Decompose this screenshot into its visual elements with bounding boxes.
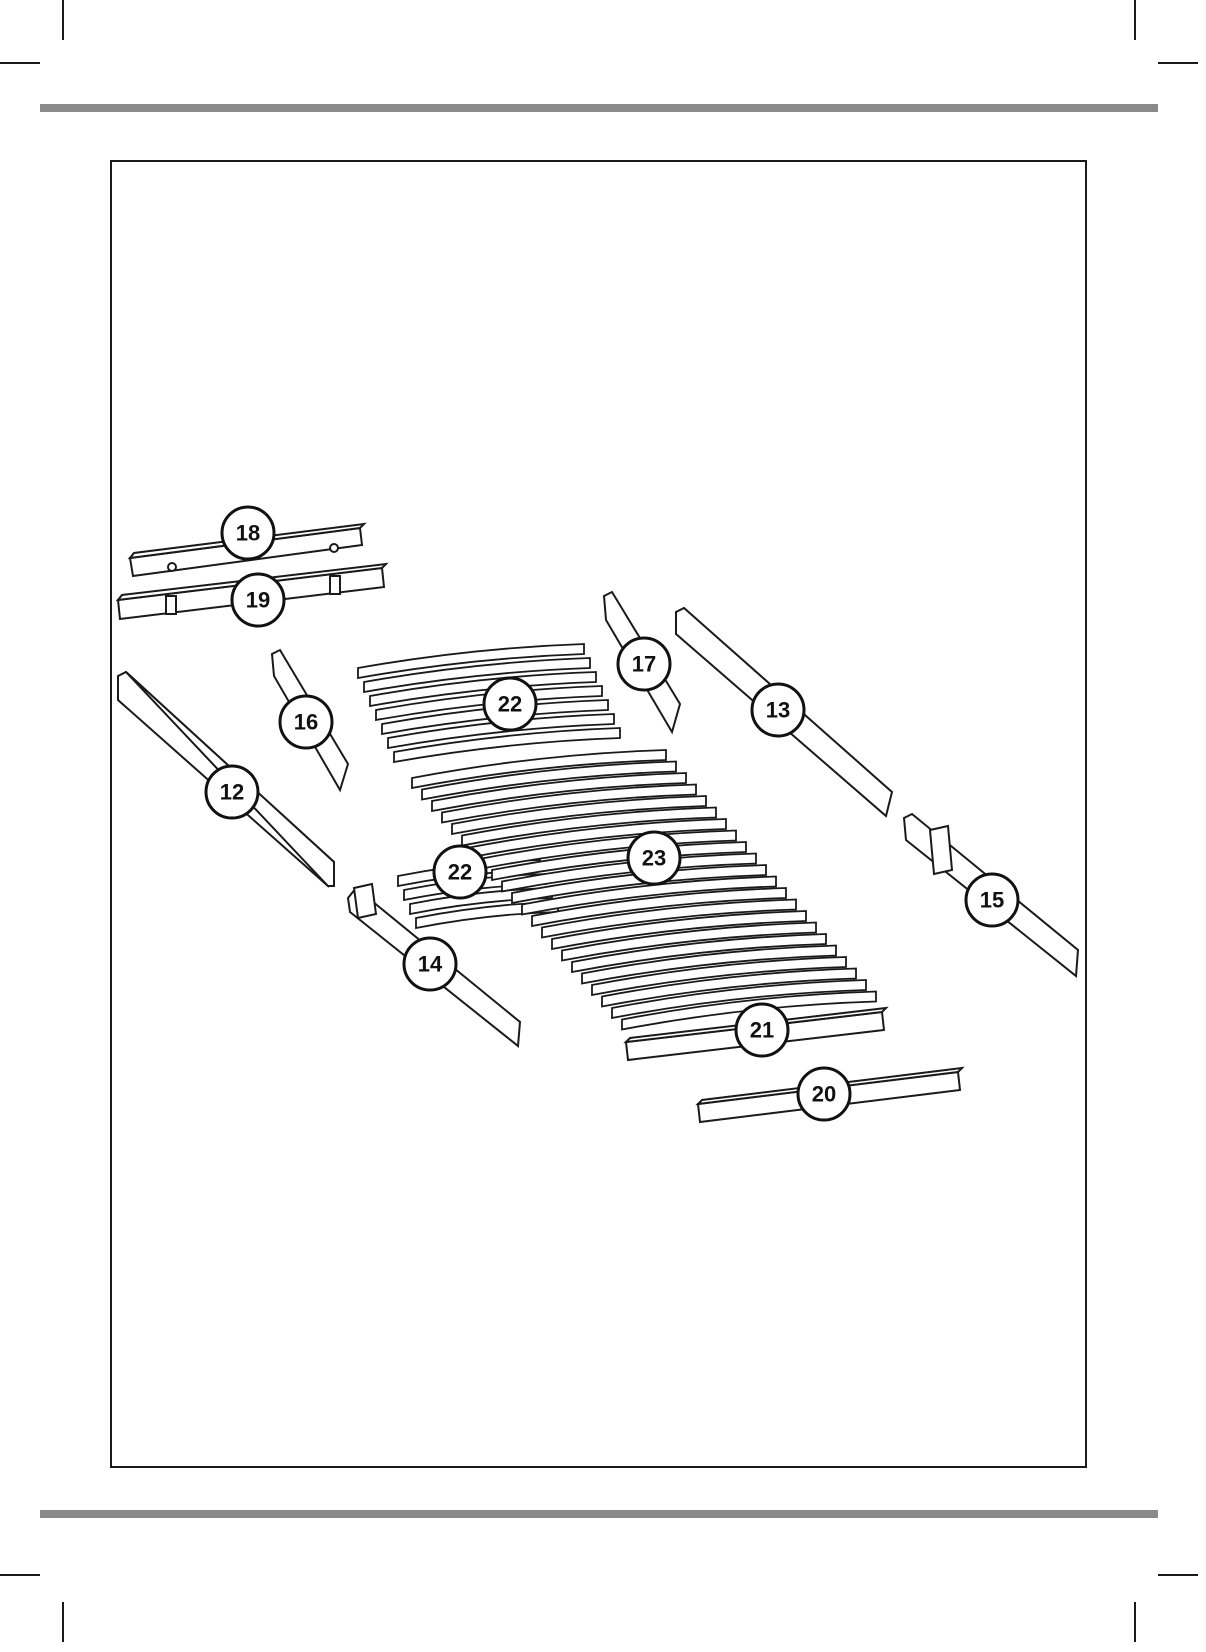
callout-22-lower-label: 22 — [448, 860, 472, 885]
callout-21: 21 — [736, 1004, 788, 1056]
callout-18: 19 — [232, 574, 284, 626]
callout-22-lower: 22 — [434, 846, 486, 898]
callout-14-label: 14 — [418, 952, 443, 977]
callout-15-label: 15 — [980, 888, 1004, 913]
callout-19-label: 18 — [236, 521, 260, 546]
callout-20-label: 20 — [812, 1082, 836, 1107]
callout-23-label: 23 — [642, 846, 666, 871]
callout-12: 12 — [206, 766, 258, 818]
callout-18-label: 19 — [246, 588, 270, 613]
callout-17: 17 — [618, 638, 670, 690]
part-23-slats — [412, 750, 876, 1030]
callout-20: 20 — [798, 1068, 850, 1120]
callout-12-label: 12 — [220, 780, 244, 805]
callout-21-label: 21 — [750, 1018, 774, 1043]
callout-22-upper: 22 — [484, 678, 536, 730]
callout-16: 16 — [280, 696, 332, 748]
callout-14: 14 — [404, 938, 456, 990]
callout-19: 18 — [222, 507, 274, 559]
callout-13: 13 — [752, 684, 804, 736]
callout-23: 23 — [628, 832, 680, 884]
callout-13-label: 13 — [766, 698, 790, 723]
callout-16-label: 16 — [294, 710, 318, 735]
callout-17-label: 17 — [632, 652, 656, 677]
callout-22-upper-label: 22 — [498, 692, 522, 717]
callout-15: 15 — [966, 874, 1018, 926]
